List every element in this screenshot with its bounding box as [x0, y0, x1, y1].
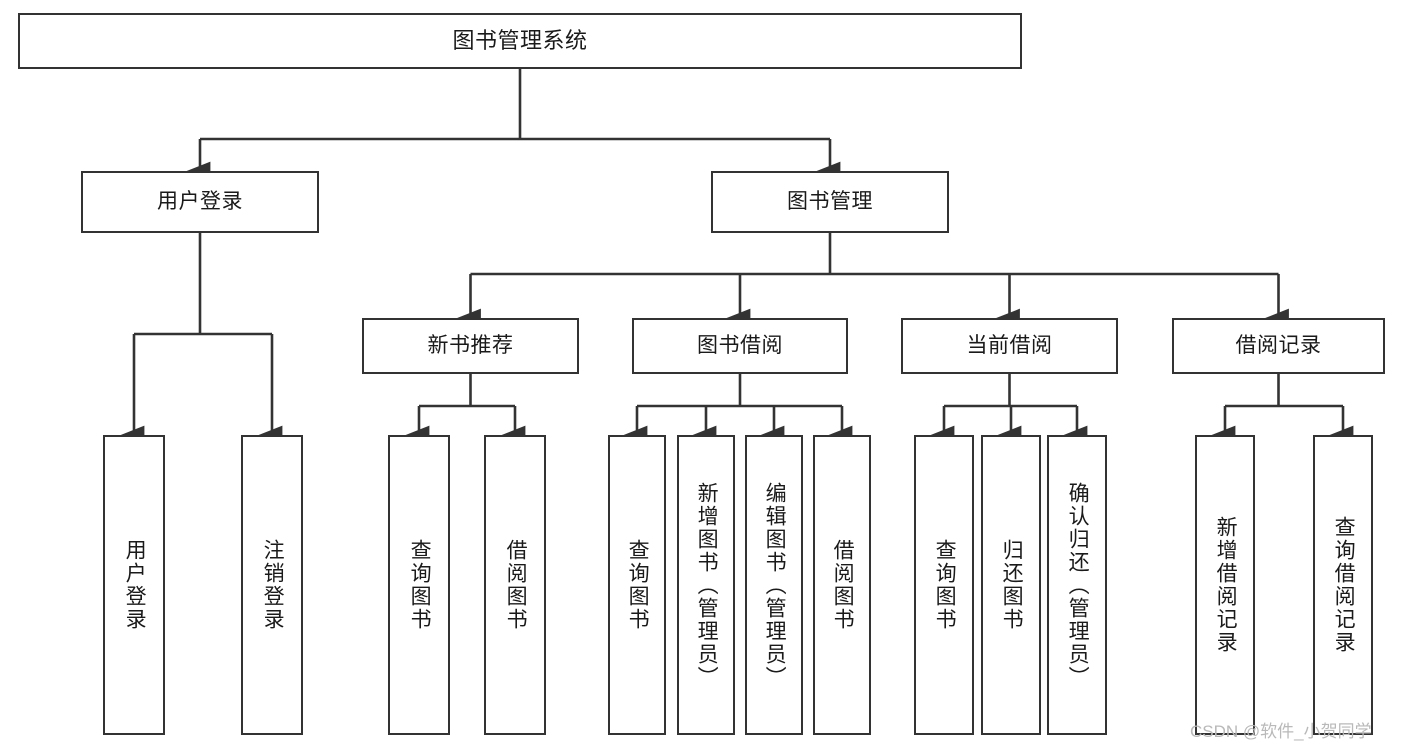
node-label: 编辑图书（管理员）: [763, 481, 787, 689]
node-user-login[interactable]: 用户登录: [81, 171, 319, 233]
node-leaf-borrow-book-1[interactable]: 借阅图书: [484, 435, 546, 735]
node-leaf-logout[interactable]: 注销登录: [241, 435, 303, 735]
node-leaf-query-book-2[interactable]: 查询图书: [608, 435, 666, 735]
node-leaf-edit-book[interactable]: 编辑图书（管理员）: [745, 435, 803, 735]
node-current-borrow[interactable]: 当前借阅: [901, 318, 1118, 374]
node-book-manage[interactable]: 图书管理: [711, 171, 949, 233]
node-label: 借阅记录: [1235, 334, 1322, 358]
node-root[interactable]: 图书管理系统: [18, 13, 1022, 69]
node-label: 注销登录: [261, 539, 285, 631]
node-label: 图书管理系统: [452, 27, 588, 53]
node-label: 新增图书（管理员）: [695, 481, 719, 689]
node-borrow-record[interactable]: 借阅记录: [1172, 318, 1385, 374]
node-label: 新书推荐: [427, 334, 514, 358]
node-label: 查询借阅记录: [1332, 516, 1356, 654]
node-leaf-user-login[interactable]: 用户登录: [103, 435, 165, 735]
node-leaf-query-book-3[interactable]: 查询图书: [914, 435, 974, 735]
node-label: 借阅图书: [504, 539, 528, 631]
node-label: 用户登录: [157, 190, 243, 214]
node-label: 用户登录: [123, 539, 147, 631]
node-label: 图书借阅: [697, 334, 783, 358]
node-leaf-confirm-return[interactable]: 确认归还（管理员）: [1047, 435, 1107, 735]
node-leaf-add-book[interactable]: 新增图书（管理员）: [677, 435, 735, 735]
node-label: 确认归还（管理员）: [1066, 481, 1090, 689]
node-leaf-add-record[interactable]: 新增借阅记录: [1195, 435, 1255, 735]
node-label: 归还图书: [1000, 539, 1024, 631]
node-label: 新增借阅记录: [1214, 516, 1238, 654]
node-new-book-recommend[interactable]: 新书推荐: [362, 318, 579, 374]
node-book-borrow[interactable]: 图书借阅: [632, 318, 848, 374]
connector-lines: [119, 69, 1354, 446]
node-label: 查询图书: [408, 539, 432, 631]
node-leaf-query-book-1[interactable]: 查询图书: [388, 435, 450, 735]
node-label: 查询图书: [933, 539, 957, 631]
node-label: 借阅图书: [831, 539, 855, 631]
node-leaf-query-record[interactable]: 查询借阅记录: [1313, 435, 1373, 735]
node-label: 查询图书: [626, 539, 650, 631]
node-label: 当前借阅: [966, 334, 1053, 358]
node-leaf-return-book[interactable]: 归还图书: [981, 435, 1041, 735]
node-label: 图书管理: [787, 190, 873, 214]
node-leaf-borrow-book-2[interactable]: 借阅图书: [813, 435, 871, 735]
